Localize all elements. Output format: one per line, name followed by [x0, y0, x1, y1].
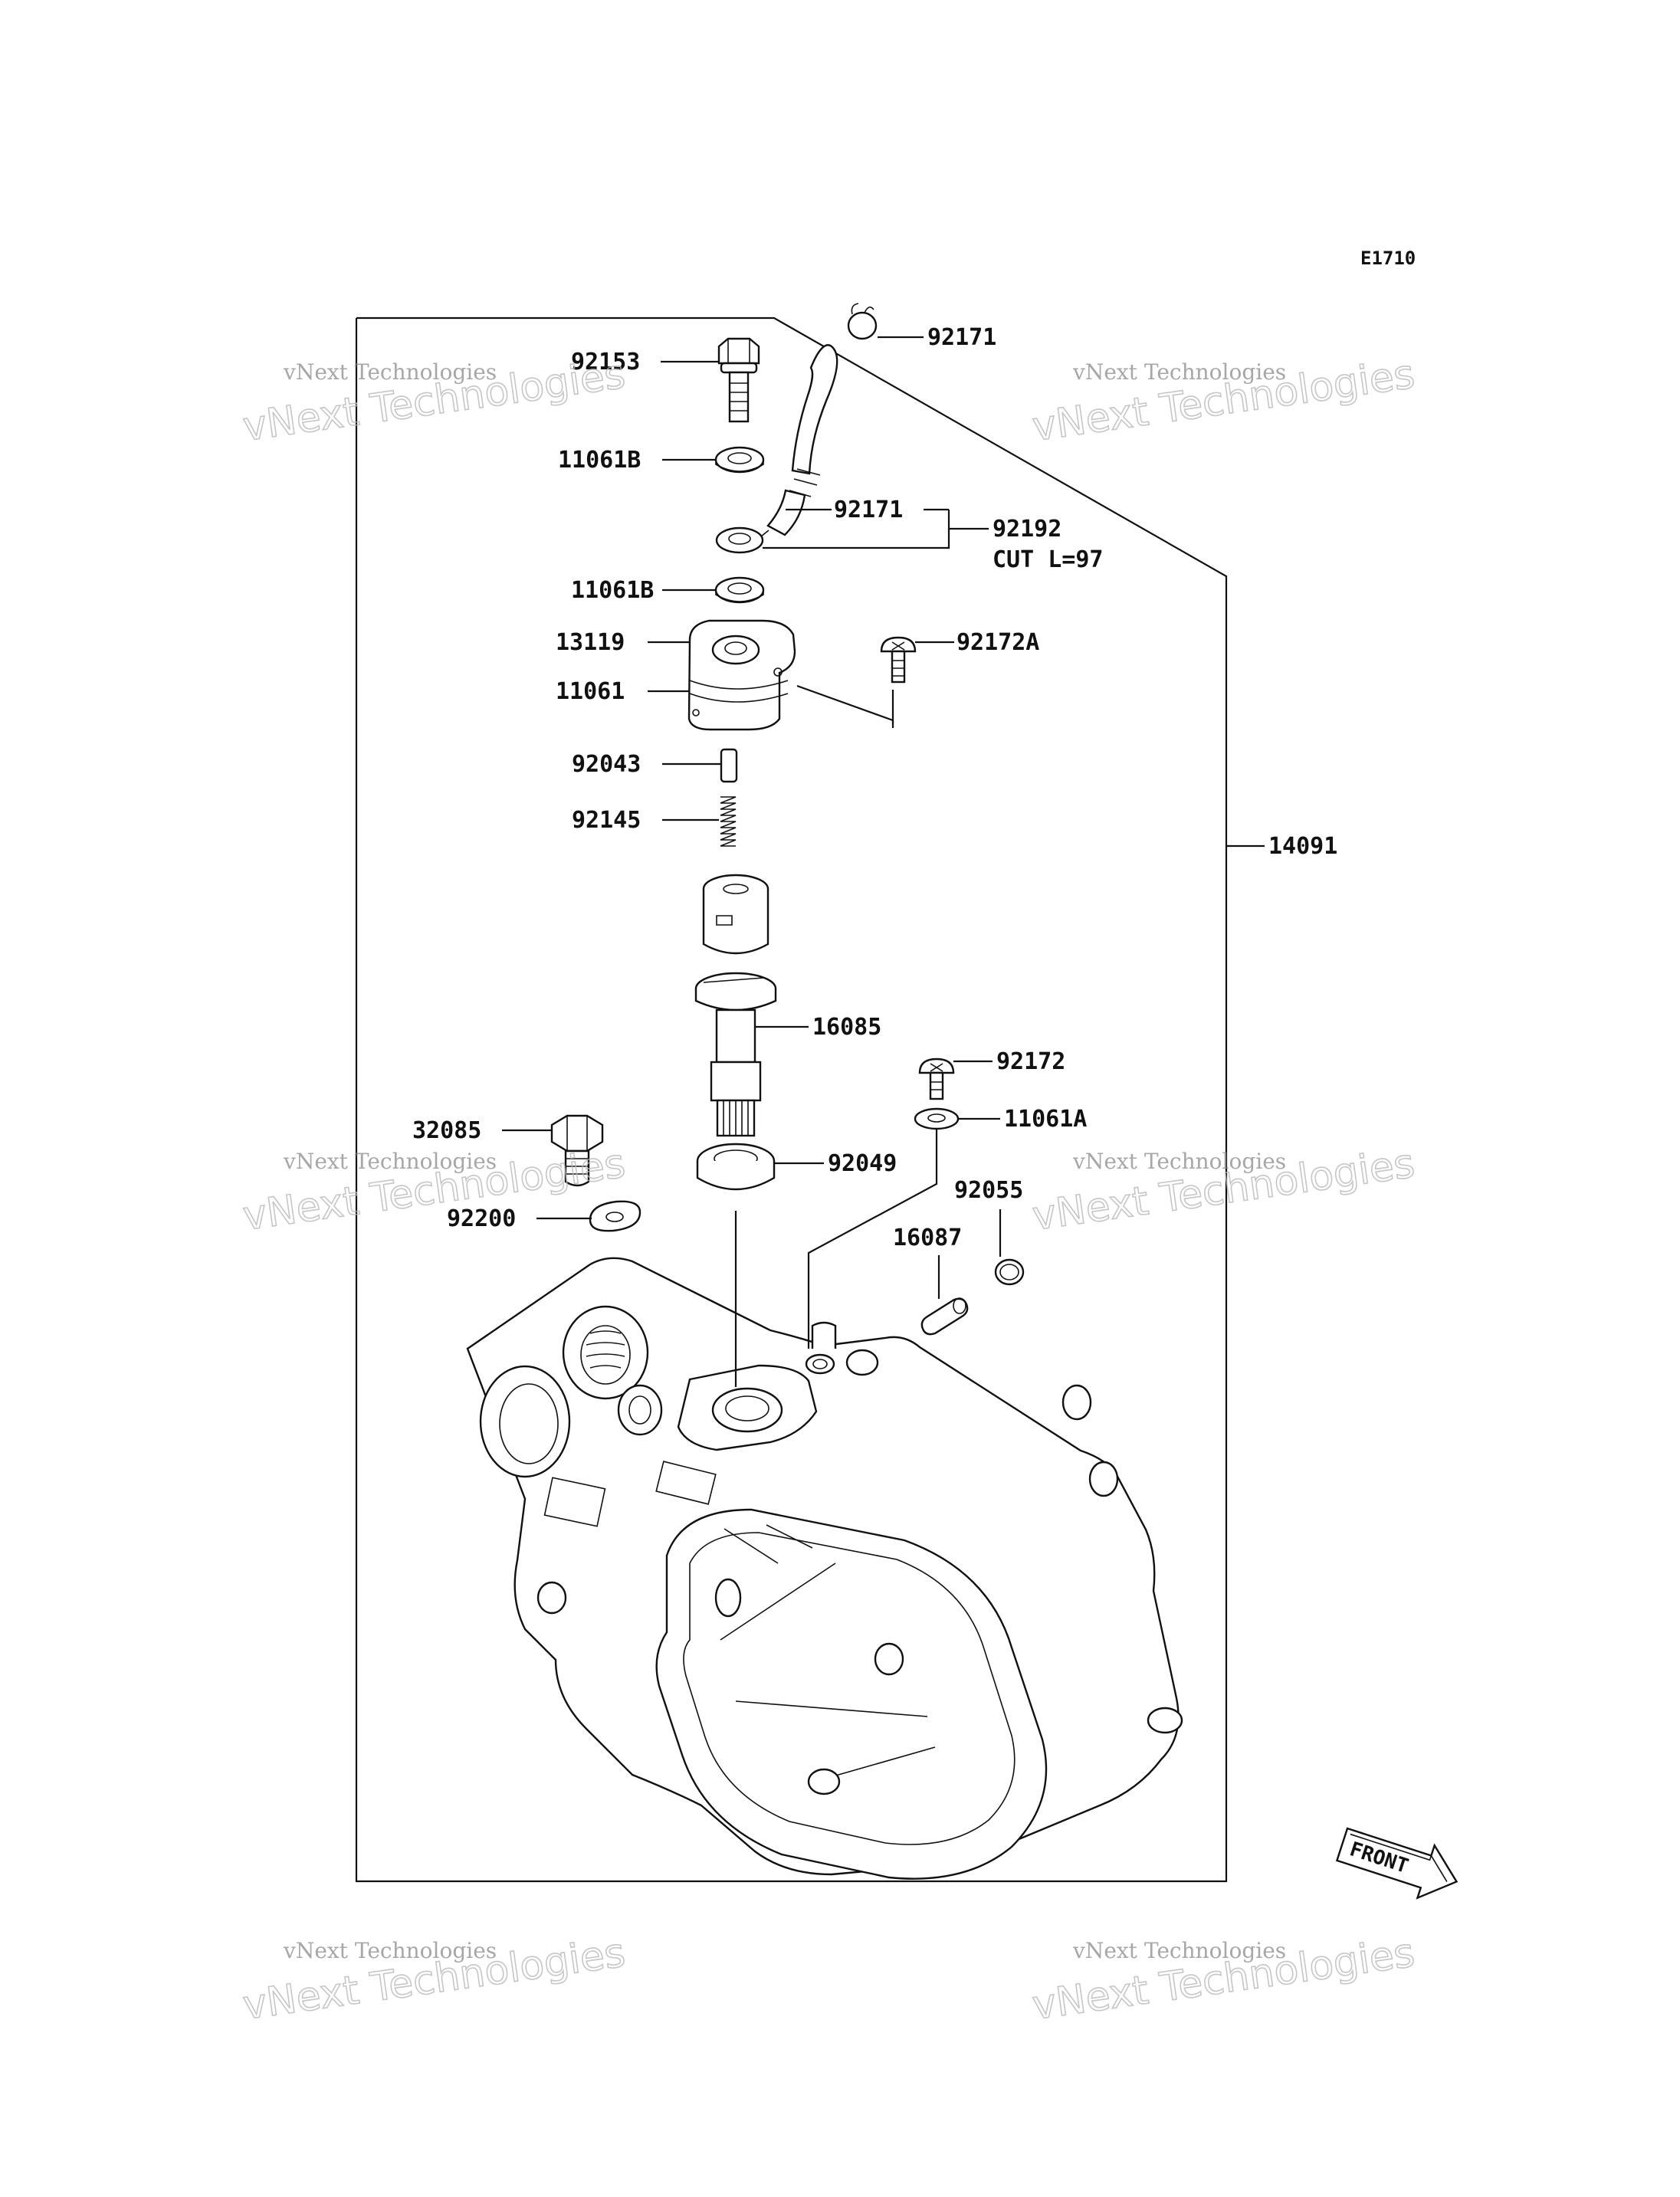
gasket-lower-icon	[714, 576, 765, 604]
label-92055: 92055	[954, 1177, 1023, 1204]
fuel-hose-icon	[715, 344, 838, 554]
label-92043: 92043	[572, 751, 641, 778]
label-92200: 92200	[447, 1205, 516, 1232]
watermark-1: vNext Technologies vNext Technologies	[240, 351, 629, 451]
svg-text:vNext Technologies: vNext Technologies	[1072, 1149, 1286, 1174]
front-arrow-icon: FRONT	[1335, 1827, 1459, 1900]
label-11061a: 11061A	[1004, 1106, 1087, 1133]
watermark-3: vNext Technologies vNext Technologies	[240, 1140, 629, 1241]
label-92145: 92145	[572, 807, 641, 834]
svg-text:vNext Technologies: vNext Technologies	[283, 359, 497, 385]
washer-92200-icon	[589, 1200, 641, 1232]
label-11061: 11061	[556, 678, 625, 705]
washer-11061a-icon	[914, 1107, 960, 1130]
label-16085: 16085	[812, 1014, 881, 1041]
watermark-6: vNext Technologies vNext Technologies	[1029, 1930, 1419, 2030]
fitting-32085-icon	[550, 1114, 604, 1187]
pump-rotor-icon	[702, 874, 769, 955]
svg-text:vNext Technologies: vNext Technologies	[283, 1938, 497, 1963]
label-cut-note: CUT L=97	[993, 546, 1104, 573]
banjo-bolt-icon	[717, 337, 760, 423]
leader-lines	[502, 336, 1265, 1387]
label-92171-top: 92171	[927, 324, 996, 351]
crankcase-cover-icon	[466, 1257, 1183, 1880]
diagram-code: E1710	[1360, 248, 1416, 269]
label-92153: 92153	[571, 349, 640, 375]
spring-icon	[720, 796, 737, 847]
pump-shaft-icon	[694, 972, 777, 1137]
cap-92171-icon	[847, 303, 878, 340]
assembly-boundary	[355, 316, 1228, 1883]
label-92172a: 92172A	[956, 629, 1039, 656]
watermark-4: vNext Technologies vNext Technologies	[1029, 1140, 1419, 1241]
svg-text:vNext Technologies: vNext Technologies	[283, 1149, 497, 1174]
oil-seal-icon	[696, 1143, 776, 1191]
screw-92172a-icon	[880, 636, 917, 684]
pump-cover-icon	[687, 619, 796, 731]
label-13119: 13119	[556, 629, 625, 656]
svg-text:vNext Technologies: vNext Technologies	[1072, 1938, 1286, 1963]
label-16087: 16087	[893, 1225, 962, 1251]
label-92049: 92049	[828, 1150, 897, 1177]
watermark-5: vNext Technologies vNext Technologies	[240, 1930, 629, 2030]
label-11061b-lower: 11061B	[571, 577, 654, 604]
o-ring-icon	[994, 1258, 1025, 1286]
watermark-2: vNext Technologies vNext Technologies	[1029, 351, 1419, 451]
svg-text:vNext Technologies: vNext Technologies	[1072, 359, 1286, 385]
label-11061b-upper: 11061B	[558, 447, 641, 474]
label-32085: 32085	[412, 1117, 481, 1144]
dowel-icon	[920, 1297, 969, 1336]
label-92172: 92172	[996, 1048, 1065, 1075]
label-92171-mid: 92171	[834, 497, 903, 523]
gasket-upper-icon	[714, 446, 765, 474]
screw-92172-icon	[918, 1058, 955, 1100]
pin-icon	[720, 748, 738, 783]
label-14091: 14091	[1268, 833, 1337, 860]
label-92192: 92192	[993, 516, 1061, 543]
